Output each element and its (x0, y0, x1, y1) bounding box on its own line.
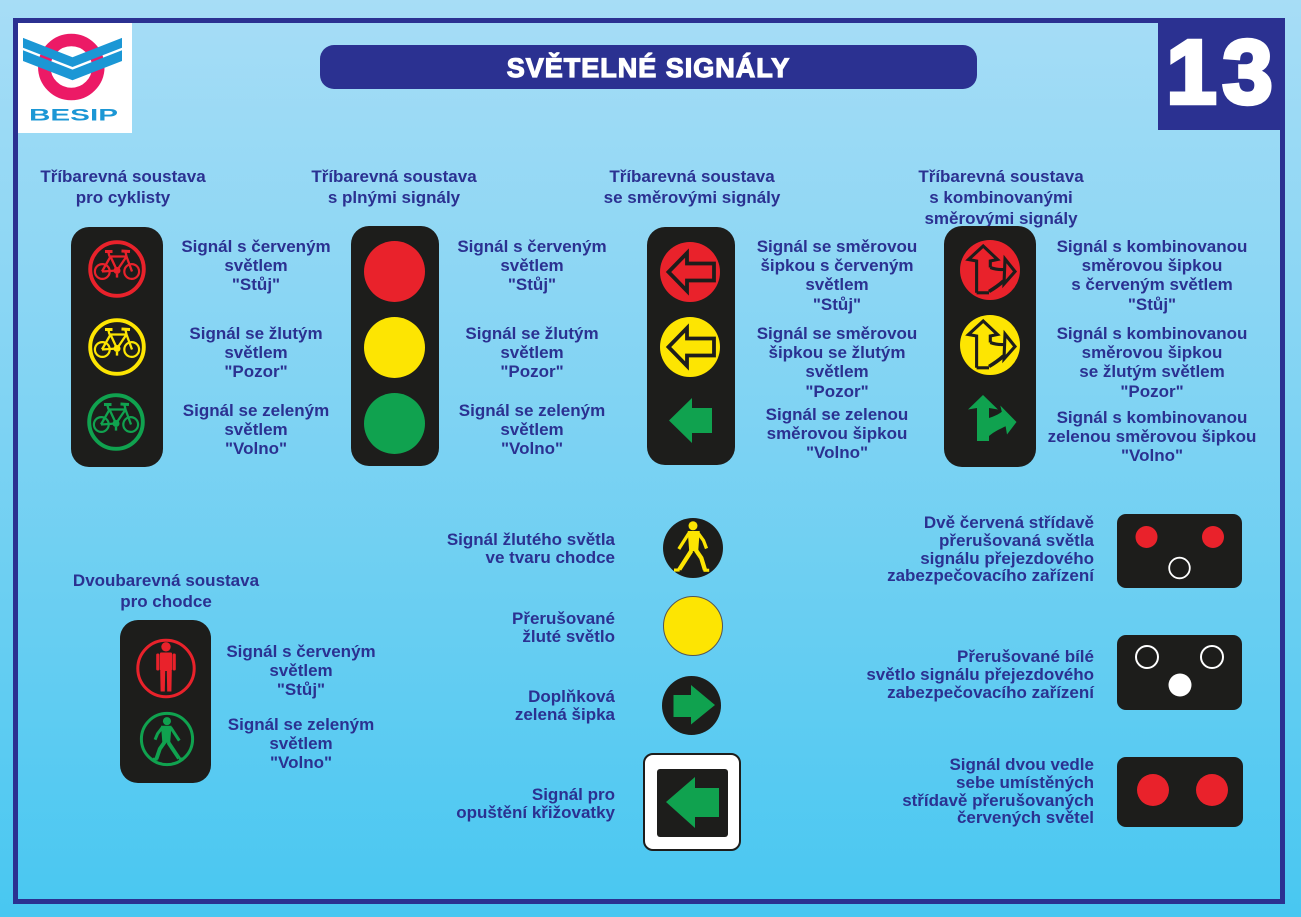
svg-text:BESIP: BESIP (29, 106, 118, 125)
